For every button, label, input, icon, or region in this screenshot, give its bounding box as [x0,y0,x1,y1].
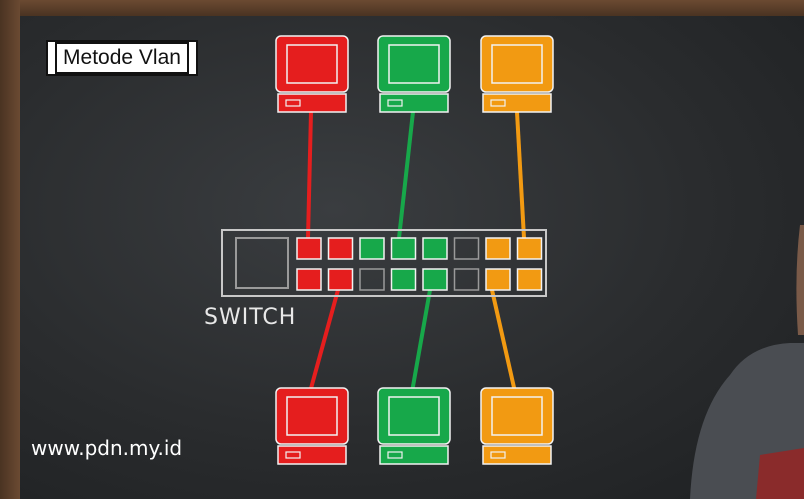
monitor-screen [286,44,338,84]
switch-uplink-port [235,237,289,289]
port-top [516,237,543,260]
port-bottom [422,268,448,291]
computer-base [379,93,449,113]
watermark: www.pdn.my.id [31,436,183,460]
port-top [359,237,385,260]
monitor-screen [286,396,338,436]
computer-red-bottom [275,387,349,465]
cable-orange-top [515,111,526,239]
port-top [390,237,417,260]
monitor-frame [480,35,554,93]
cable-red-top [306,111,313,239]
port-bottom [516,268,543,291]
switch-body [221,229,547,297]
monitor-frame [275,387,349,445]
computer-base [277,445,347,465]
monitor-screen [388,44,440,84]
port-bottom [485,268,511,291]
computer-base [482,93,552,113]
port-top [327,237,354,260]
cable-green-bottom [410,289,432,393]
cable-red-bottom [308,289,340,393]
drive-slot [285,451,301,459]
computer-base [277,93,347,113]
drive-slot [490,99,506,107]
port-top [422,237,448,260]
monitor-frame [275,35,349,93]
port-bottom [327,268,354,291]
drive-slot [387,451,403,459]
computer-base [482,445,552,465]
switch-ports [296,237,543,291]
monitor-frame [480,387,554,445]
monitor-frame [377,387,451,445]
monitor-screen [491,44,543,84]
board-frame-top [0,0,804,16]
monitor-frame [377,35,451,93]
computer-red-top [275,35,349,113]
drive-slot [285,99,301,107]
board-frame-left [0,0,20,499]
cable-orange-bottom [490,289,517,393]
computers [275,35,554,465]
port-bottom [390,268,417,291]
page-title: Metode Vlan [46,40,198,76]
monitor-screen [388,396,440,436]
port-top [296,237,322,260]
computer-orange-top [480,35,554,113]
drive-slot [490,451,506,459]
computer-green-top [377,35,451,113]
computer-base [379,445,449,465]
port-bottom [296,268,322,291]
port-bottom [453,268,480,291]
cable-green-top [397,111,415,239]
page-title-text: Metode Vlan [55,42,189,74]
cables [306,111,526,393]
port-top [485,237,511,260]
monitor-screen [491,396,543,436]
port-bottom [359,268,385,291]
switch-label: SWITCH [204,305,297,330]
computer-green-bottom [377,387,451,465]
port-top [453,237,480,260]
computer-orange-bottom [480,387,554,465]
drive-slot [387,99,403,107]
presenter-figure [690,225,804,499]
